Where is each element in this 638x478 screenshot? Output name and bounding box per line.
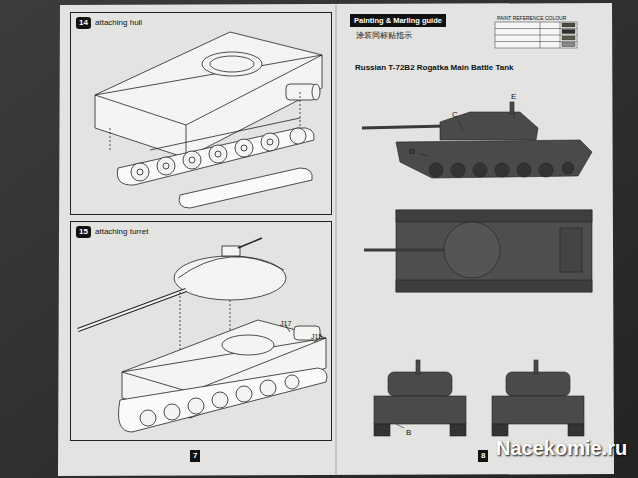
box-text: Painting & Marling guide bbox=[354, 16, 442, 25]
box-text: 8 bbox=[481, 451, 485, 460]
step-panel: attaching turret 15 bbox=[70, 221, 332, 441]
box-text: 7 bbox=[193, 451, 197, 460]
box-text: 14 bbox=[79, 18, 88, 27]
step-title: attaching hull bbox=[95, 18, 142, 27]
section-header: Painting & Marling guide bbox=[350, 14, 446, 27]
marking-letter: E bbox=[511, 92, 516, 101]
tank-title: Russian T-72B2 Rogatka Main Battle Tank bbox=[355, 63, 514, 72]
marking-letter: C bbox=[452, 110, 458, 119]
part-number: J17 bbox=[280, 320, 291, 327]
page-number: 8 bbox=[478, 450, 488, 462]
part-number: J15 bbox=[311, 333, 322, 340]
page-number: 7 bbox=[190, 450, 200, 462]
step-title: attaching turret bbox=[95, 227, 148, 236]
marking-letter: B bbox=[406, 428, 411, 437]
watermark: Nacekomie.ru bbox=[496, 437, 627, 460]
box-text: 15 bbox=[79, 227, 88, 236]
chinese-subtitle: 涂装同标贴指示 bbox=[356, 30, 412, 41]
marking-letter: D bbox=[409, 147, 415, 156]
step-number: 14 bbox=[76, 17, 91, 29]
step-panel: attaching hull 14 bbox=[70, 12, 332, 215]
table-title: PAINT REFERENCE COLOUR bbox=[497, 15, 566, 21]
step-number: 15 bbox=[76, 226, 91, 238]
